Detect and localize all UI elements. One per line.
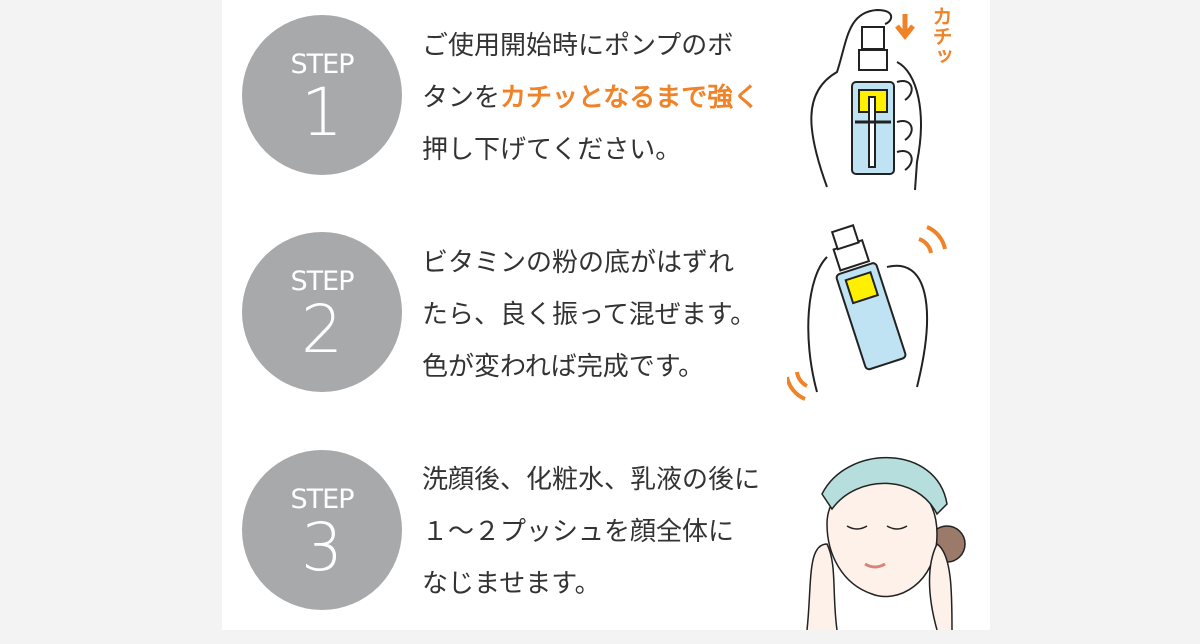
step-badge: STEP 1 (242, 15, 402, 175)
text-highlight: カチッとなるまで強く (500, 83, 760, 113)
step-number: 2 (301, 291, 343, 368)
text-line: １～２プッシュを顔全体に (422, 517, 735, 547)
text-line: 押し下げてください。 (422, 135, 682, 165)
step-text: ビタミンの粉の底がはずれ たら、良く振って混ぜます。 色が変われば完成です。 (422, 237, 756, 393)
step-label: STEP (290, 266, 355, 297)
text-line: たら、良く振って混ぜます。 (422, 300, 757, 330)
text-plain: タンを (422, 83, 501, 113)
text-line: ご使用開始時にポンプのボ (422, 31, 734, 61)
text-line: 色が変われば完成です。 (422, 352, 705, 382)
step-badge: STEP 2 (242, 232, 402, 392)
step-3: STEP 3 洗顔後、化粧水、乳液の後に １～２プッシュを顔全体に なじませます… (222, 434, 990, 644)
click-sound-text: カチッ (929, 6, 953, 66)
pump-press-illustration: カチッ (787, 2, 967, 192)
shake-bottle-illustration (785, 217, 967, 407)
step-number: 3 (301, 509, 343, 586)
instructions-panel: STEP 1 ご使用開始時にポンプのボ タンをカチッとなるまで強く 押し下げてく… (222, 0, 990, 631)
step-badge: STEP 3 (242, 450, 402, 610)
step-1: STEP 1 ご使用開始時にポンプのボ タンをカチッとなるまで強く 押し下げてく… (222, 0, 990, 210)
step-2: STEP 2 ビタミンの粉の底がはずれ たら、良く振って混ぜます。 色が変われば… (222, 217, 990, 427)
step-label: STEP (290, 484, 355, 515)
text-line: ビタミンの粉の底がはずれ (422, 248, 735, 278)
step-label: STEP (290, 49, 355, 80)
text-line: 洗顔後、化粧水、乳液の後に (422, 465, 761, 495)
step-text: ご使用開始時にポンプのボ タンをカチッとなるまで強く 押し下げてください。 (422, 20, 759, 176)
face-application-illustration (787, 434, 967, 631)
step-number: 1 (301, 74, 343, 151)
step-text: 洗顔後、化粧水、乳液の後に １～２プッシュを顔全体に なじませます。 (422, 454, 760, 610)
text-line: なじませます。 (422, 569, 601, 599)
text-line: タンをカチッとなるまで強く (422, 72, 759, 124)
